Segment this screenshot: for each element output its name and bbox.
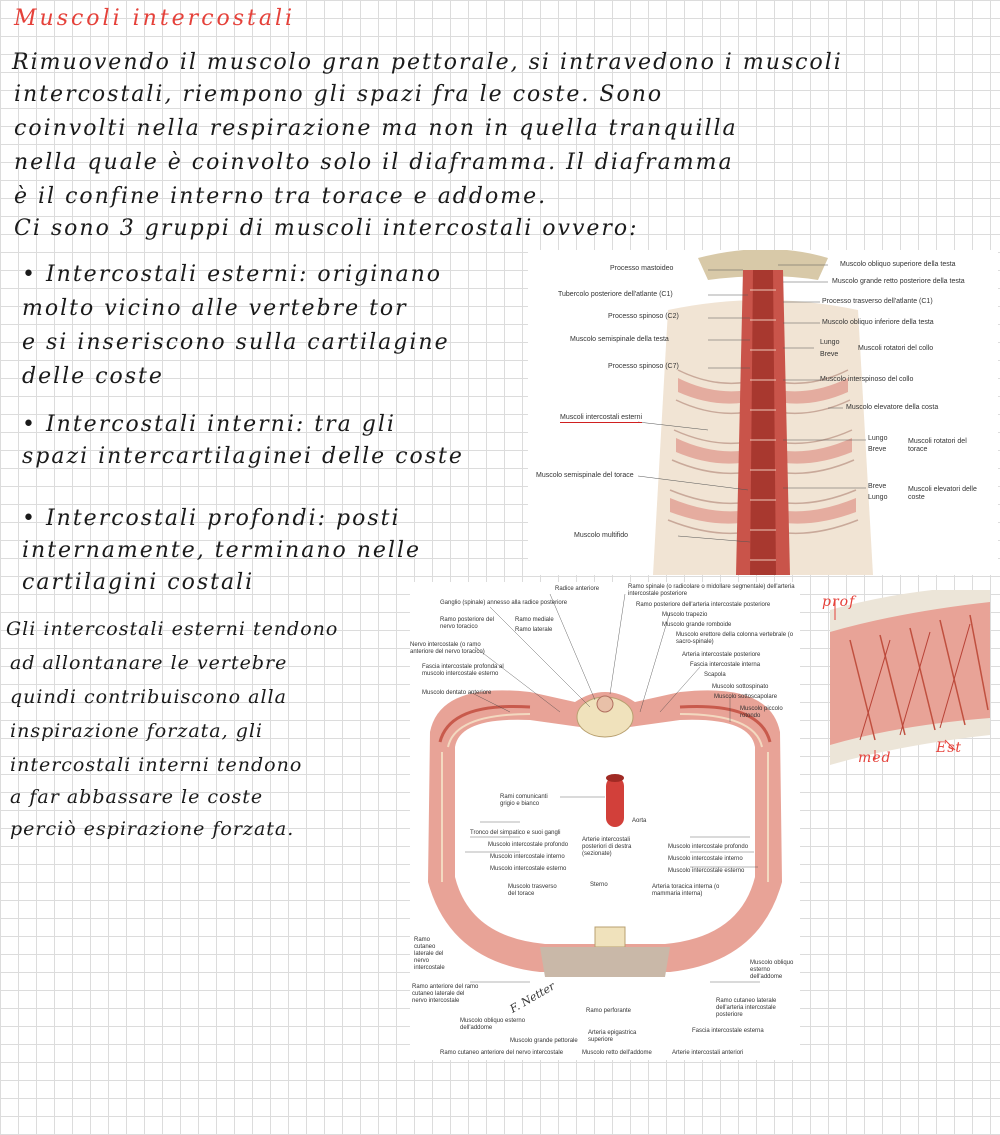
label: Scapola [704, 672, 726, 678]
label: Processo mastoideo [610, 265, 674, 272]
conclusion-line: Gli intercostali esterni tendono [6, 618, 339, 640]
label: Aorta [632, 818, 647, 824]
label: Muscolo retto dell'addome [582, 1050, 652, 1056]
label: Muscolo obliquo esterno dell'addome [460, 1018, 526, 1031]
label: Muscolo obliquo superiore della testa [840, 261, 956, 268]
label: Lungo [820, 339, 840, 346]
conclusion-line: perciò espirazione forzata. [10, 818, 295, 840]
bullet-line: internamente, terminano nelle [22, 538, 422, 563]
label: Fascia intercostale profonda al muscolo … [422, 664, 504, 677]
bullet-line: spazi intercartilaginei delle coste [22, 444, 464, 469]
bullet-line: cartilagini costali [22, 570, 255, 595]
label: Lungo [868, 435, 888, 442]
label: Arteria toracica interna (o mammaria int… [652, 884, 720, 897]
label: Ramo posteriore del nervo toracico [440, 617, 495, 630]
label: Muscolo intercostale esterno [668, 868, 745, 874]
label: Breve [868, 446, 887, 453]
bullet-line: • Intercostali profondi: posti [22, 506, 401, 531]
back-muscles-illustration [637, 250, 873, 575]
intercostal-layers-figure: prof med Est [820, 590, 998, 775]
label: Processo trasverso dell'atlante (C1) [822, 298, 933, 305]
intro-line: Ci sono 3 gruppi di muscoli intercostali… [14, 216, 639, 241]
bullet-line: • Intercostali interni: tra gli [22, 412, 396, 437]
label: Muscolo sottospinato [712, 684, 769, 690]
label: Muscolo grande romboide [662, 622, 732, 628]
label: Processo spinoso (C2) [608, 313, 679, 320]
conclusion-line: intercostali interni tendono [10, 754, 303, 776]
label: Ramo laterale [515, 627, 553, 633]
label: Fascia intercostale esterna [692, 1028, 764, 1034]
intro-line: Rimuovendo il muscolo gran pettorale, si… [12, 50, 843, 75]
label: Muscolo trapezio [662, 612, 708, 618]
label: Radice anteriore [555, 586, 600, 592]
label: Processo spinoso (C7) [608, 363, 679, 370]
label: Sterno [590, 882, 608, 888]
label: Muscolo trasverso del torace [508, 884, 557, 897]
label: Fascia intercostale interna [690, 662, 761, 668]
label-highlighted: Muscoli intercostali esterni [560, 414, 643, 424]
bullet-line: • Intercostali esterni: originano [22, 262, 442, 287]
intro-line: è il confine interno tra torace e addome… [14, 184, 548, 209]
label: Muscolo intercostale esterno [490, 866, 567, 872]
conclusion-line: ad allontanare le vertebre [10, 652, 288, 674]
label: Muscolo dentato anteriore [422, 690, 492, 696]
intercostal-layers-illustration [830, 590, 990, 765]
label: Muscolo obliquo inferiore della testa [822, 319, 934, 326]
label: Ramo cutaneo laterale dell'arteria inter… [716, 998, 777, 1018]
label: Rami comunicanti grigio e bianco [500, 794, 548, 807]
label: Arterie intercostali anteriori [672, 1050, 744, 1056]
label: Muscolo obliquo esterno dell'addome [750, 960, 794, 980]
label: Tubercolo posteriore dell'atlante (C1) [558, 291, 673, 298]
label: Arteria epigastrica superiore [588, 1030, 637, 1043]
label: Ramo cutaneo anteriore del nervo interco… [440, 1050, 564, 1056]
label: Ramo spinale (o radicolare o midollare s… [628, 584, 795, 597]
bullet-line: e si inseriscono sulla cartilagine [22, 330, 450, 355]
label: Muscolo grande pettorale [510, 1038, 578, 1044]
back-muscles-figure: Processo mastoideo Tubercolo posteriore … [528, 250, 998, 575]
label: Muscoli rotatori del collo [858, 345, 934, 352]
layer-label-prof: prof [822, 594, 856, 610]
label: Muscolo piccolo rotondo [740, 706, 783, 719]
label: Muscolo interspinoso del collo [820, 376, 914, 383]
label: Ramo posteriore dell'arteria intercostal… [636, 602, 771, 608]
label: Ramo anteriore del ramo cutaneo laterale… [412, 984, 479, 1004]
label: Ganglio (spinale) annesso alla radice po… [440, 600, 568, 606]
conclusion-line: inspirazione forzata, gli [10, 720, 264, 742]
label: Breve [820, 351, 839, 358]
conclusion-line: quindi contribuiscono alla [10, 686, 287, 708]
layer-label-est: Est [936, 740, 963, 756]
intro-line: coinvolti nella respirazione ma non in q… [14, 116, 738, 141]
bullet-line: molto vicino alle vertebre tor [22, 296, 408, 321]
label: Arterie intercostali posteriori di destr… [582, 837, 632, 857]
label: Ramo perforante [586, 1008, 632, 1014]
label: Arteria intercostale posteriore [682, 652, 761, 658]
conclusion-line: a far abbassare le coste [10, 786, 264, 808]
label: Muscolo erettore della colonna vertebral… [676, 632, 794, 645]
label: Muscolo intercostale profondo [488, 842, 569, 848]
intro-line: nella quale è coinvolto solo il diaframm… [14, 150, 734, 175]
label: Tronco del simpatico e suoi gangli [470, 830, 561, 836]
label: Breve [868, 483, 887, 490]
label: Muscolo intercostale interno [490, 854, 565, 860]
notes-title: Muscoli intercostali [14, 6, 296, 31]
thorax-section-figure: Radice anteriore Ramo spinale (o radicol… [410, 582, 800, 1060]
thorax-section-illustration [428, 593, 782, 983]
label: Muscoli rotatori del torace [908, 438, 967, 454]
intro-line: intercostali, riempono gli spazi fra le … [14, 82, 664, 107]
label: Muscolo intercostale profondo [668, 844, 749, 850]
label: Muscolo sottoscapolare [714, 694, 778, 700]
label: Ramo mediale [515, 617, 554, 623]
label: Nervo intercostale (o ramo anteriore del… [410, 642, 485, 655]
label: Muscolo semispinale del torace [536, 472, 634, 479]
label: Muscolo intercostale interno [668, 856, 743, 862]
label: Lungo [868, 494, 888, 501]
label: Muscolo grande retto posteriore della te… [832, 278, 965, 285]
label: Ramo cutaneo laterale del nervo intercos… [414, 937, 445, 971]
label: Muscolo semispinale della testa [570, 336, 669, 343]
label: Muscolo multifido [574, 532, 629, 539]
bullet-line: delle coste [22, 364, 164, 389]
label: Muscolo elevatore della costa [846, 404, 939, 411]
layer-label-med: med [858, 750, 892, 766]
label: Muscoli elevatori delle coste [908, 486, 977, 502]
